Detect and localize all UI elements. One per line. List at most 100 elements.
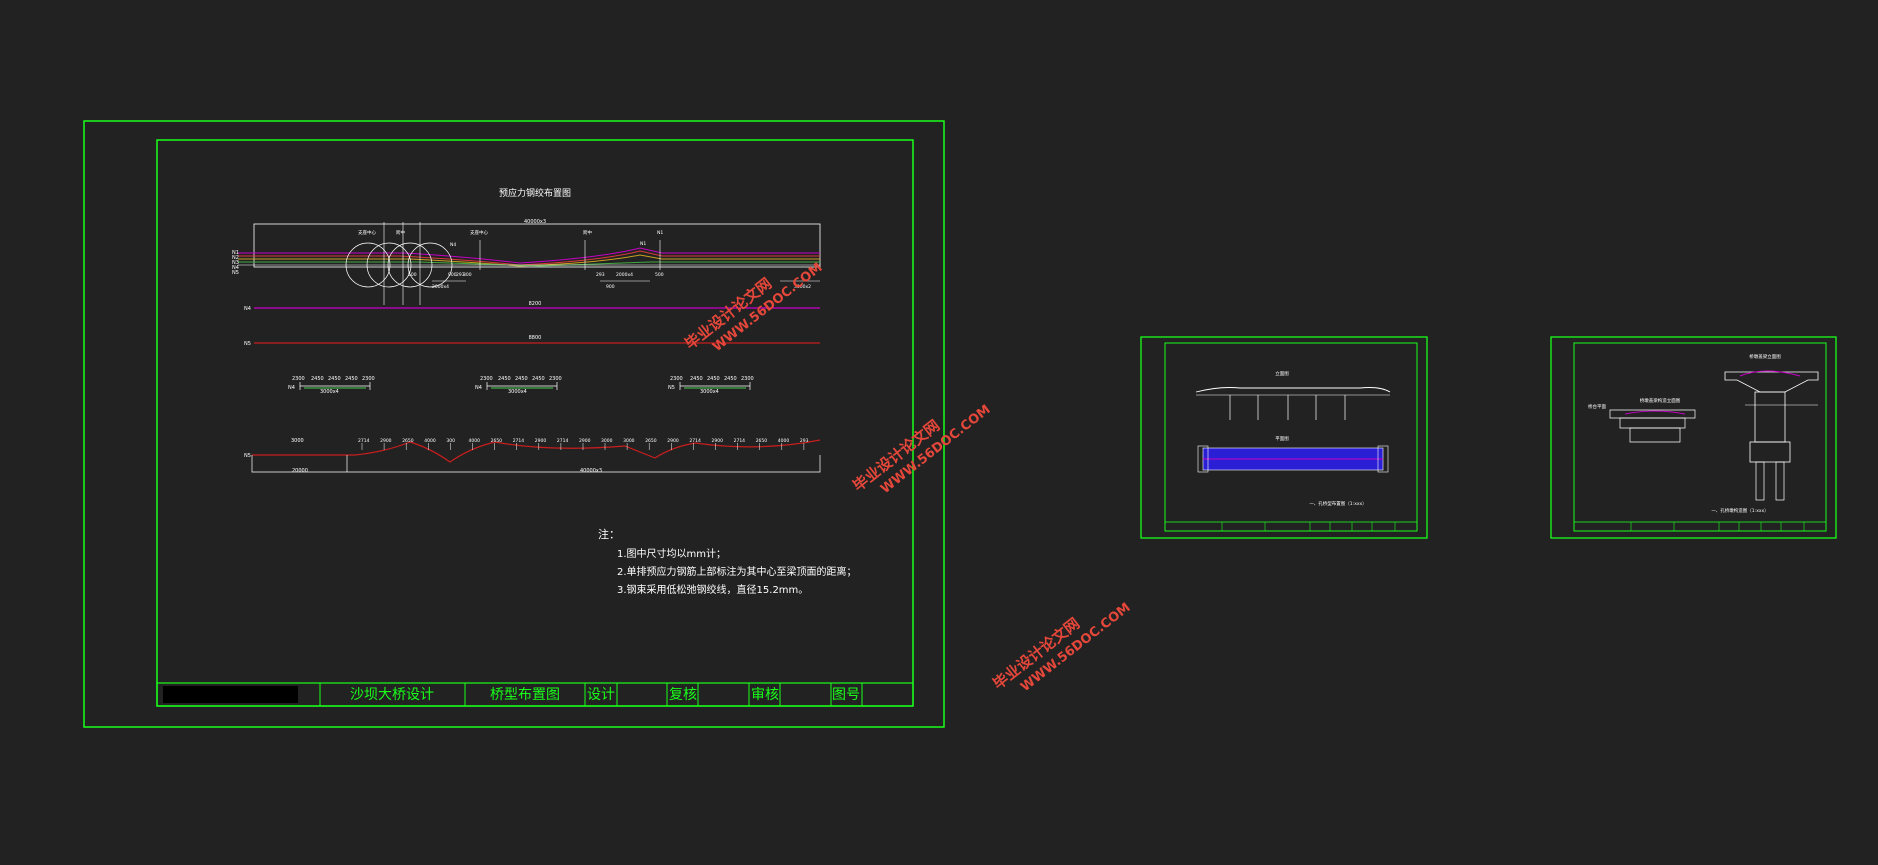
total-length-label: 40000x3: [524, 219, 546, 225]
sheet-main[interactable]: 预应力钢绞布置图 40000x3 N1 N2 N3: [83, 120, 945, 728]
profile-dim: 2650: [645, 438, 657, 444]
profile-dim: 293: [800, 438, 809, 444]
dim: 2450: [515, 376, 528, 382]
abutment-top: [1609, 409, 1696, 419]
profile-dim: 2714: [513, 438, 525, 444]
tb-check: 复核: [669, 686, 697, 703]
line-n4-label: 8200: [529, 301, 542, 307]
dim-sub: 3000x4: [508, 389, 527, 395]
profile-dim: 300: [446, 438, 455, 444]
pier-footing: [1749, 441, 1791, 463]
sheet-3-left-label: 桥台平面: [1588, 403, 1606, 410]
detail-frame: [679, 382, 751, 390]
pile: [1775, 461, 1785, 501]
profile-total-label: 40000x3: [580, 468, 602, 474]
dim: 500: [655, 272, 664, 278]
abutment-base: [1629, 427, 1681, 443]
callout: N4: [450, 242, 456, 248]
dim: 293: [596, 272, 605, 278]
tb-review: 审核: [751, 687, 779, 703]
profile-dim: 2650: [491, 438, 503, 444]
redacted-logo: [163, 686, 298, 703]
tb-number: 图号: [832, 687, 860, 703]
sheet-2-tb-dividers: [1221, 522, 1396, 531]
detail-label: N4: [475, 385, 482, 391]
support-circle: [407, 242, 453, 288]
dim: 2300: [741, 376, 754, 382]
dim: 2450: [690, 376, 703, 382]
watermark: 毕业设计论文网 WWW.56DOC.COM: [989, 600, 1133, 695]
dim: 2300: [549, 376, 562, 382]
dim: 2450: [724, 376, 737, 382]
dim: 2300: [362, 376, 375, 382]
section-label: N4: [244, 306, 251, 312]
profile-frame: [251, 455, 821, 473]
profile-dim: 2714: [689, 438, 701, 444]
section-label: N1: [232, 250, 239, 256]
dim: 2300: [670, 376, 683, 382]
notes-heading: 注：: [598, 527, 620, 541]
profile-dim: 2900: [667, 438, 679, 444]
title-block: 沙坝大桥设计 桥型布置图 设计 复核 审核 图号: [156, 682, 914, 707]
profile-dim: 2714: [557, 438, 569, 444]
tendon-n4: [238, 261, 820, 267]
profile-dim: 3000: [601, 438, 613, 444]
dim: 2300: [480, 376, 493, 382]
callout: 支座中心: [470, 229, 488, 236]
tendon-n3: [238, 254, 820, 267]
section-label: N2: [232, 255, 239, 261]
notes: 注： 1.图中尺寸均以mm计； 2.单排预应力钢筋上部标注为其中心至梁顶面的距离…: [598, 527, 857, 596]
tb-design: 设计: [587, 687, 615, 703]
line-n5-label: 8800: [529, 335, 542, 341]
sheet-3-mid-label: 桥墩盖梁构造立面图: [1640, 397, 1681, 404]
dim: 3000x2: [794, 284, 811, 290]
sheet-3-inner-border: [1573, 342, 1827, 532]
section-label: N3: [232, 260, 239, 266]
plan-abutment: [1197, 445, 1209, 473]
sheet-3-title-top: 桥墩盖梁立面图: [1749, 353, 1781, 360]
pile: [1755, 461, 1765, 501]
detail-group: 2300 2450 2450 2450 2300 3000x4 N4: [288, 376, 375, 395]
dim-row: 500 2000x4 900 293 300 293 900 2000x4 50…: [408, 272, 811, 290]
dim-sub: 3000x4: [320, 389, 339, 395]
bridge-deck: [1195, 387, 1391, 393]
sheet-2-inner-border: [1164, 342, 1418, 532]
pier-cap-tendon: [1739, 370, 1801, 377]
dim: 2450: [707, 376, 720, 382]
profile-dim: 2900: [535, 438, 547, 444]
section-label: N4: [232, 265, 239, 271]
dim: 2450: [532, 376, 545, 382]
dim: 2450: [345, 376, 358, 382]
dim: 2450: [498, 376, 511, 382]
profile-dim: 2714: [734, 438, 746, 444]
sheet-2-outer-border: [1140, 336, 1428, 539]
support-circle: [366, 242, 412, 288]
dim-sub: 3000x4: [700, 389, 719, 395]
tb-drawing: 桥型布置图: [490, 687, 560, 703]
dim: 2450: [328, 376, 341, 382]
section-label: N5: [244, 341, 251, 347]
dim: 900: [448, 272, 457, 278]
dim: 293: [456, 272, 465, 278]
profile-dim: 4000: [469, 438, 481, 444]
profile-dim: 2650: [402, 438, 414, 444]
profile-dim: 2900: [579, 438, 591, 444]
piers: [1229, 395, 1346, 420]
callout: N1: [640, 241, 646, 247]
beam-elevation: 40000x3 N1 N2 N3 N4 N5 支座中心: [232, 219, 821, 305]
abutment-mid: [1619, 417, 1686, 429]
sheet-3[interactable]: 桥墩盖梁立面图 桥台平面 桥墩盖梁构造立面图 一、孔桥墩构造图（1:xxx）: [1550, 336, 1837, 539]
section-label: N5: [232, 270, 239, 276]
dim: 2450: [311, 376, 324, 382]
tb-project: 沙坝大桥设计: [350, 687, 434, 703]
profile-dim: 4000: [424, 438, 436, 444]
detail-group: 2300 2450 2450 2450 2300 3000x4 N5: [668, 376, 754, 395]
beam-outline: [253, 223, 821, 268]
profile-dim: 2714: [358, 438, 370, 444]
dim: 900: [606, 284, 615, 290]
watermark: 毕业设计论文网 WWW.56DOC.COM: [849, 402, 993, 497]
sheet-3-caption: 一、孔桥墩构造图（1:xxx）: [1711, 507, 1768, 514]
dim: 2000x4: [432, 284, 449, 290]
sheet-2[interactable]: 立面图 平面图 一、孔桥型布置图（1:xxx）: [1140, 336, 1428, 539]
